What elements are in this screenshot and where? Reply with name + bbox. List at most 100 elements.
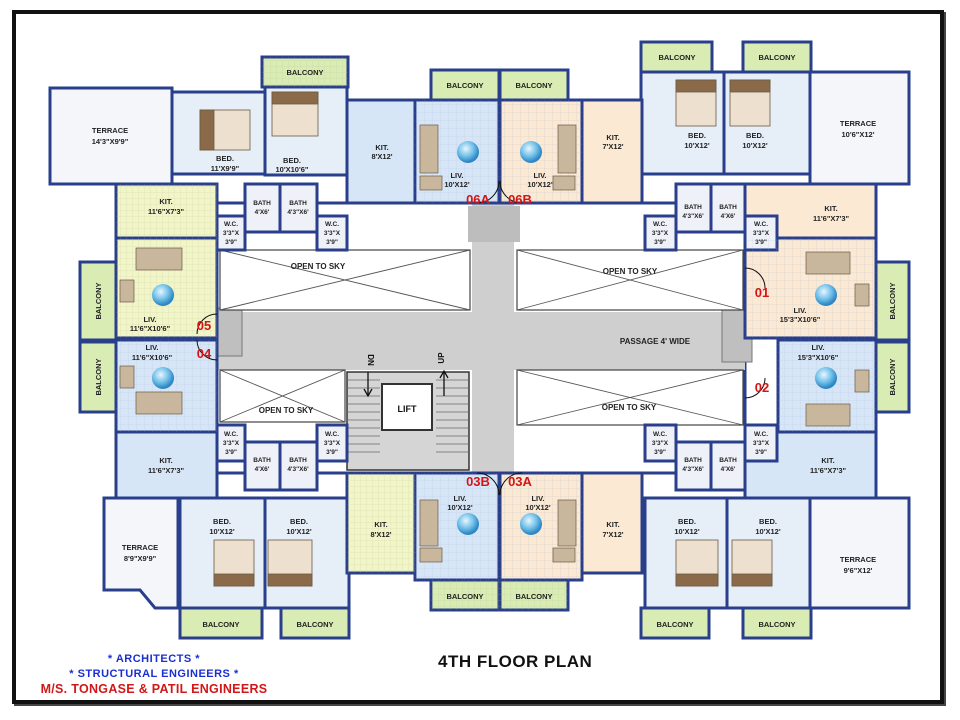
balcony-label: BALCONY: [296, 620, 333, 629]
wc-dim: 3'9": [225, 239, 237, 246]
bath-label: BATH: [253, 457, 271, 464]
liv-dim: 11'6"X10'6": [130, 324, 171, 333]
liv-label: LIV.: [533, 171, 546, 180]
balcony-label: BALCONY: [758, 53, 795, 62]
balcony-label: BALCONY: [446, 592, 483, 601]
unit-numbers: 01 02 03A 03B 04 05 06A 06B: [197, 192, 769, 489]
bath-dim: 4'X6': [255, 209, 270, 216]
bath-label: BATH: [684, 204, 702, 211]
bed-dim: 11'X9'9": [211, 164, 240, 173]
terrace-label: TERRACE: [92, 126, 128, 135]
bath-label: BATH: [253, 200, 271, 207]
unit-number: 01: [755, 285, 769, 300]
open-to-sky-label: OPEN TO SKY: [602, 403, 657, 412]
wc-dim: 3'3"X: [324, 230, 341, 237]
balcony-label: BALCONY: [202, 620, 239, 629]
liv-label: LIV.: [145, 343, 158, 352]
credit-architects: * ARCHITECTS *: [107, 653, 201, 665]
bath-label: BATH: [289, 457, 307, 464]
bed-label: BED.: [283, 156, 301, 165]
unit-number: 06A: [466, 192, 490, 207]
wc-label: W.C.: [224, 221, 238, 228]
credit-firm: M/S. TONGASE & PATIL ENGINEERS: [40, 682, 268, 696]
bath-dim: 4'3"X6': [682, 466, 704, 473]
wc-label: W.C.: [653, 221, 667, 228]
bed-dim: 10'X12': [755, 527, 780, 536]
stair-up-label: UP: [437, 352, 446, 364]
stair-down-label: DN: [366, 354, 375, 366]
liv-dim: 11'6"X10'6": [132, 353, 173, 362]
credit-structural: * STRUCTURAL ENGINEERS *: [69, 668, 239, 680]
wc-label: W.C.: [754, 221, 768, 228]
kit-label: KIT.: [375, 143, 388, 152]
kit-label: KIT.: [374, 520, 387, 529]
terrace-label: TERRACE: [840, 555, 876, 564]
kit-dim: 11'6"X7'3": [810, 466, 847, 475]
beds: [199, 79, 773, 587]
wc-label: W.C.: [224, 431, 238, 438]
liv-dim: 10'X12': [447, 503, 472, 512]
tile-texture: [116, 57, 568, 610]
open-to-sky-label: OPEN TO SKY: [603, 267, 658, 276]
central-passage: [211, 201, 753, 475]
credits: * ARCHITECTS * * STRUCTURAL ENGINEERS * …: [24, 652, 284, 697]
terrace-dim: 8'9"X9'9": [124, 554, 157, 563]
wc-dim: 3'3"X: [324, 440, 341, 447]
liv-label: LIV.: [793, 306, 806, 315]
kit-dim: 8'X12': [370, 530, 391, 539]
wc-dim: 3'3"X: [652, 440, 669, 447]
liv-label: LIV.: [531, 494, 544, 503]
liv-label: LIV.: [143, 315, 156, 324]
wc-label: W.C.: [325, 221, 339, 228]
wc-dim: 3'9": [755, 239, 767, 246]
kit-label: KIT.: [159, 456, 172, 465]
kit-dim: 7'X12': [602, 530, 623, 539]
wc-dim: 3'9": [654, 449, 666, 456]
bed-dim: 10'X12': [674, 527, 699, 536]
kit-dim: 11'6"X7'3": [148, 207, 185, 216]
bed-dim: 10'X12': [684, 141, 709, 150]
bath-dim: 4'3"X6': [287, 209, 309, 216]
terrace-dim: 9'6"X12': [844, 566, 873, 575]
liv-dim: 10'X12': [525, 503, 550, 512]
passage-label: PASSAGE 4' WIDE: [620, 337, 691, 346]
lift-label: LIFT: [398, 404, 417, 414]
bath-dim: 4'X6': [721, 466, 736, 473]
wc-label: W.C.: [754, 431, 768, 438]
balcony-label: BALCONY: [94, 358, 103, 395]
balcony-label: BALCONY: [446, 81, 483, 90]
liv-dim: 10'X12': [527, 180, 552, 189]
open-to-sky-label: OPEN TO SKY: [291, 262, 346, 271]
liv-label: LIV.: [811, 343, 824, 352]
wc-dim: 3'9": [225, 449, 237, 456]
terrace-label: TERRACE: [122, 543, 158, 552]
liv-dim: 15'3"X10'6": [798, 353, 839, 362]
balcony-label: BALCONY: [94, 282, 103, 319]
unit-number: 03A: [508, 474, 532, 489]
bed-label: BED.: [759, 517, 777, 526]
unit-number: 04: [197, 346, 212, 361]
unit-number: 02: [755, 380, 769, 395]
wc-dim: 3'3"X: [223, 440, 240, 447]
bed-dim: 10'X10'6": [276, 165, 309, 174]
wc-dim: 3'9": [326, 239, 338, 246]
wc-dim: 3'9": [326, 449, 338, 456]
bed-label: BED.: [746, 131, 764, 140]
bath-label: BATH: [719, 457, 737, 464]
bed-label: BED.: [216, 154, 234, 163]
bath-label: BATH: [684, 457, 702, 464]
bath-dim: 4'3"X6': [287, 466, 309, 473]
open-to-sky-voids: [219, 249, 744, 426]
balcony-label: BALCONY: [286, 68, 323, 77]
kit-label: KIT.: [606, 520, 619, 529]
wc-dim: 3'9": [755, 449, 767, 456]
open-to-sky-label: OPEN TO SKY: [259, 406, 314, 415]
balcony-label: BALCONY: [515, 592, 552, 601]
unit-number: 06B: [508, 192, 532, 207]
bath-label: BATH: [289, 200, 307, 207]
wc-label: W.C.: [653, 431, 667, 438]
staircase: LIFT DN UP: [346, 352, 470, 471]
void-labels: OPEN TO SKY OPEN TO SKY OPEN TO SKY OPEN…: [259, 262, 691, 415]
liv-label: LIV.: [450, 171, 463, 180]
